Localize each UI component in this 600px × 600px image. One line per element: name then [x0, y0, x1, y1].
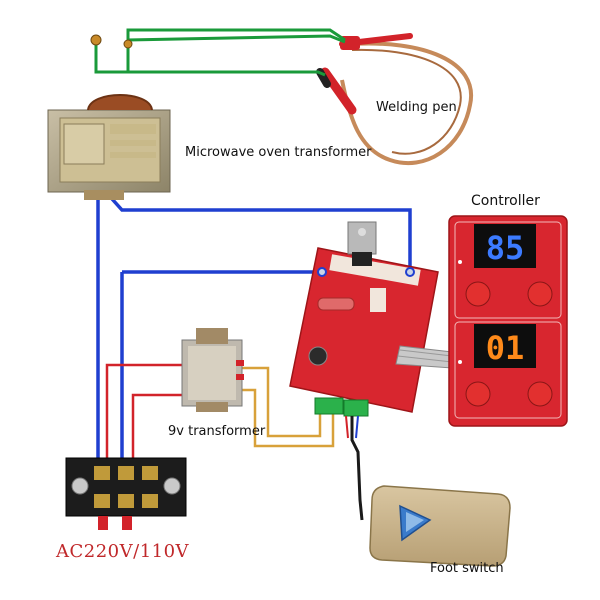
display-top: [474, 224, 536, 268]
label-foot-switch: Foot switch: [430, 561, 504, 576]
orange-wires: [240, 366, 335, 448]
controller: [448, 215, 568, 427]
welding-pen: [316, 33, 413, 115]
display-bottom: [474, 324, 536, 368]
label-controller: Controller: [471, 193, 540, 209]
microwave-transformer: [47, 34, 171, 200]
label-microwave-transformer: Microwave oven transformer: [185, 145, 372, 160]
welding-pen-cable: [340, 41, 474, 166]
display-bottom-value: 01: [486, 329, 525, 367]
ribbon-cable: [395, 345, 453, 369]
foot-switch-cable: [350, 416, 364, 521]
label-welding-pen: Welding pen: [376, 100, 457, 115]
display-top-value: 85: [486, 229, 525, 267]
main-pcb: [289, 221, 439, 417]
red-wires: [105, 363, 182, 468]
nine-v-transformer: [181, 328, 244, 412]
terminal-block: [65, 457, 187, 530]
green-wires: [94, 28, 346, 77]
label-9v-transformer: 9v transformer: [168, 424, 266, 439]
foot-switch: [369, 485, 511, 567]
label-mains: AC220V/110V: [56, 541, 190, 562]
